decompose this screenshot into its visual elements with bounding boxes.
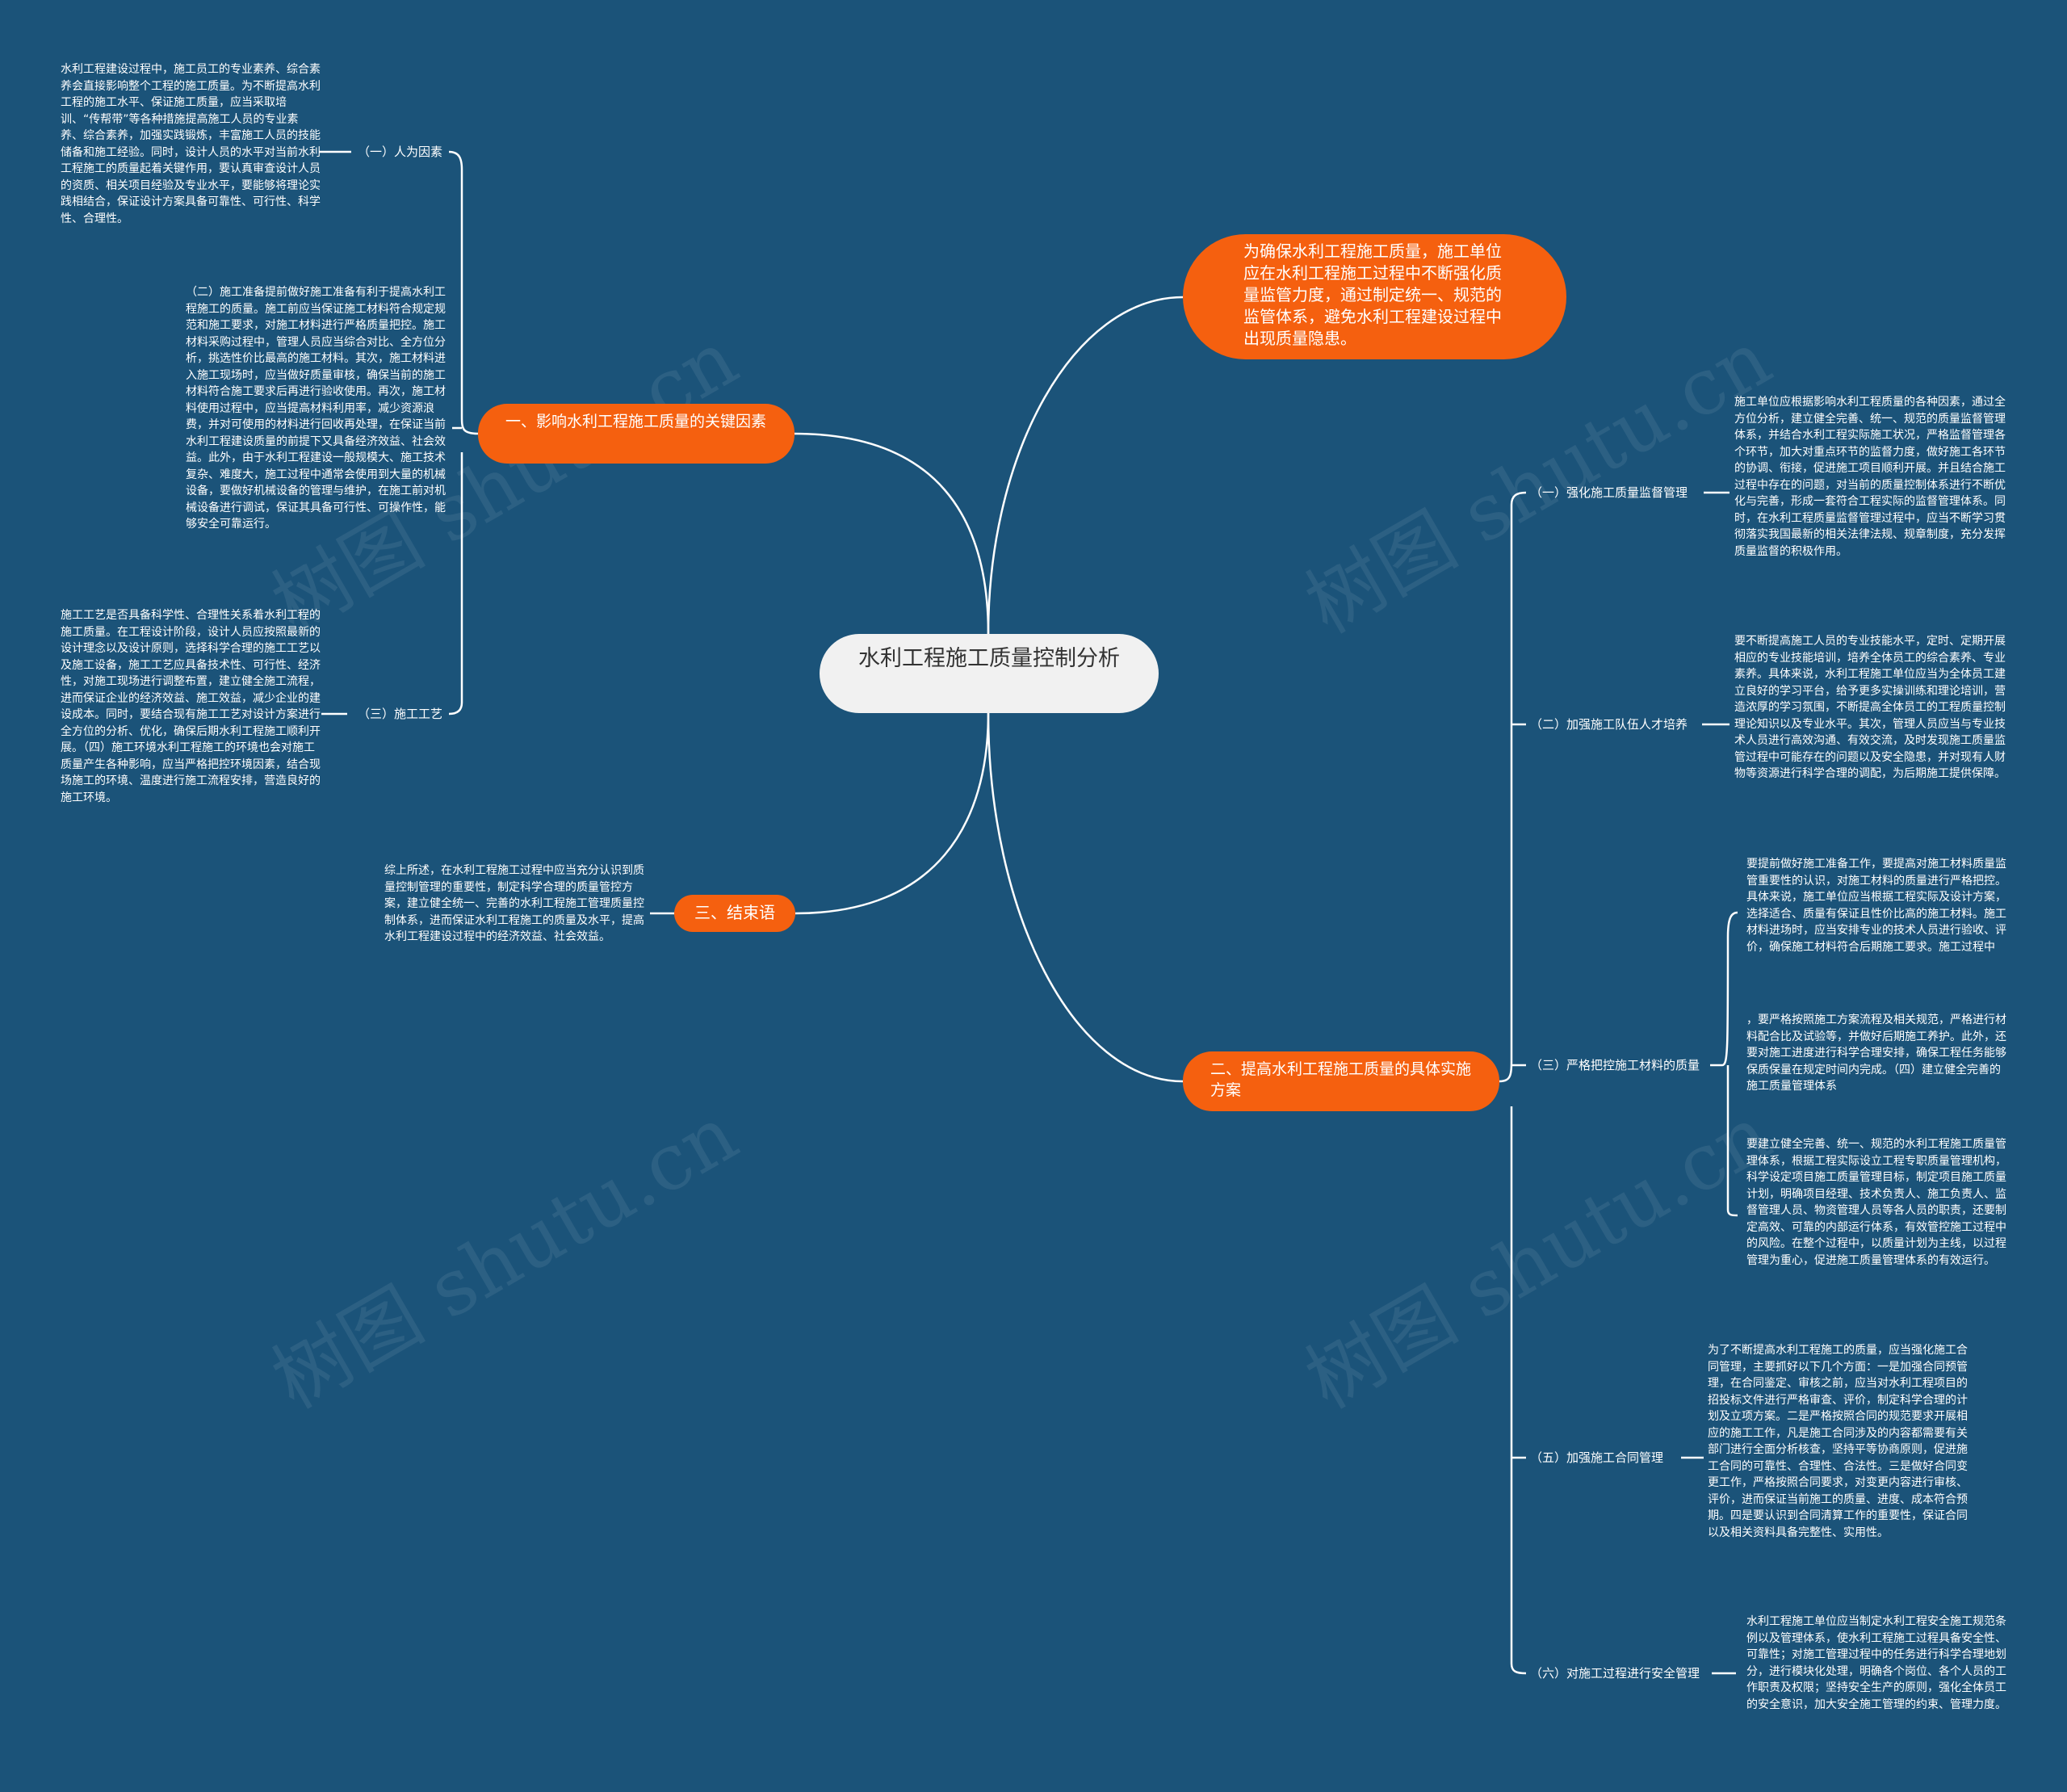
plan-material-text-2: ，要严格按照施工方案流程及相关规范，严格进行材料配合比及试验等，并做好后期施工养…: [1746, 1014, 2006, 1093]
plan-node[interactable]: 二、提高水利工程施工质量的具体实施方案: [1183, 1051, 1499, 1111]
factor-human-text: 水利工程建设过程中，施工员工的专业素养、综合素养会直接影响整个工程的施工质量。为…: [61, 63, 321, 225]
conclusion-text: 综上所述，在水利工程施工过程中应当充分认识到质量控制管理的重要性，制定科学合理的…: [384, 864, 644, 943]
plan-contract-text: 为了不断提高水利工程施工的质量，应当强化施工合同管理，主要抓好以下几个方面：一是…: [1708, 1344, 1968, 1539]
bracket-material: [1721, 911, 1738, 1217]
factor-prep-text: （二）施工准备提前做好施工准备有利于提高水利工程施工的质量。施工前应当保证施工材…: [186, 286, 446, 531]
plan-material-label[interactable]: （三）严格把控施工材料的质量: [1530, 1058, 1700, 1072]
plan-contract-label[interactable]: （五）加强施工合同管理: [1530, 1450, 1664, 1465]
plan-talent-label[interactable]: （二）加强施工队伍人才培养: [1530, 717, 1688, 732]
factors-node[interactable]: 一、影响水利工程施工质量的关键因素: [478, 404, 795, 464]
center-topic[interactable]: 水利工程施工质量控制分析: [820, 634, 1159, 713]
plan-supervision-text: 施工单位应根据影响水利工程质量的各种因素，通过全方位分析，建立健全完善、统一、规…: [1734, 396, 2006, 558]
link-center-plan: [987, 712, 1184, 1083]
bracket-factors: [448, 150, 479, 716]
plan-material-text-1: 要提前做好施工准备工作，要提高对施工材料质量监管重要性的认识，对施工材料的质量进…: [1746, 858, 2006, 954]
link-center-factors: [794, 432, 990, 635]
conclusion-node[interactable]: 三、结束语: [674, 895, 795, 932]
bracket-plan: [1499, 491, 1527, 1675]
link-center-intro: [987, 296, 1184, 635]
plan-safety-label[interactable]: （六）对施工过程进行安全管理: [1530, 1666, 1700, 1681]
intro-node[interactable]: 为确保水利工程施工质量，施工单位应在水利工程施工过程中不断强化质量监管力度，通过…: [1183, 234, 1566, 359]
plan-supervision-label[interactable]: （一）强化施工质量监督管理: [1530, 485, 1688, 500]
factor-craft-text: 施工工艺是否具备科学性、合理性关系着水利工程的施工质量。在工程设计阶段，设计人员…: [61, 609, 321, 804]
plan-material-text-3: 要建立健全完善、统一、规范的水利工程施工质量管理体系，根据工程实际设立工程专职质…: [1746, 1138, 2006, 1267]
link-center-conclusion: [795, 712, 990, 915]
plan-talent-text: 要不断提高施工人员的专业技能水平，定时、定期开展相应的专业技能培训，培养全体员工…: [1734, 635, 2006, 780]
plan-safety-text: 水利工程施工单位应当制定水利工程安全施工规范条例以及管理体系，使水利工程施工过程…: [1746, 1615, 2006, 1711]
factor-craft-label[interactable]: （三）施工工艺: [358, 707, 443, 721]
factor-human-label[interactable]: （一）人为因素: [358, 145, 443, 159]
